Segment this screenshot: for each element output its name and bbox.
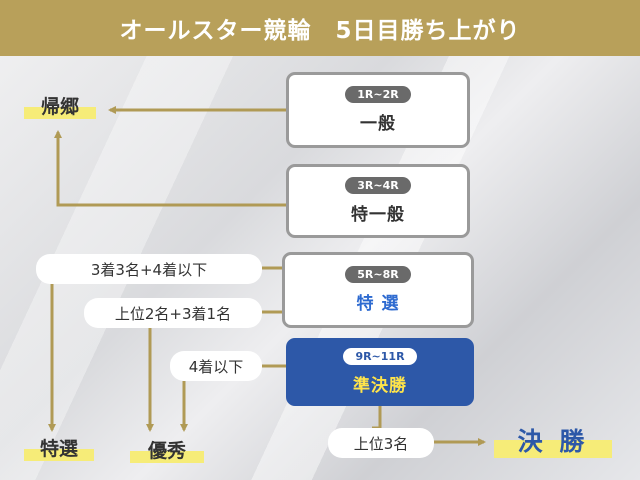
condition-semi-b: 上位3名 <box>328 428 434 458</box>
condition-tokusen-b: 上位2名+3着1名 <box>84 298 262 328</box>
race-box-junkessho: 9R~11R 準決勝 <box>286 338 474 406</box>
race-box-tokuippan: 3R~4R 特一般 <box>286 164 470 238</box>
race-name: 一般 <box>360 114 396 134</box>
destination-tokusen: 特選 <box>24 434 94 461</box>
condition-tokusen-a: 3着3名+4着以下 <box>36 254 262 284</box>
race-range-badge: 9R~11R <box>343 348 417 365</box>
destination-kessho: 決 勝 <box>494 422 612 458</box>
condition-semi-a: 4着以下 <box>170 351 262 381</box>
link-semi-to-cond-b <box>372 406 382 430</box>
race-name: 準決勝 <box>353 376 407 396</box>
race-range-badge: 5R~8R <box>345 266 411 283</box>
race-box-tokusen: 5R~8R 特 選 <box>282 252 474 328</box>
destination-kikyo: 帰郷 <box>24 92 96 119</box>
race-name: 特 選 <box>356 294 400 314</box>
race-box-ippan: 1R~2R 一般 <box>286 72 470 148</box>
arrow-tokuippan-to-kikyo <box>54 130 286 207</box>
race-range-badge: 1R~2R <box>345 86 411 103</box>
page-title: オールスター競輪 5日目勝ち上がり <box>0 0 640 56</box>
race-name: 特一般 <box>351 205 405 225</box>
race-range-badge: 3R~4R <box>345 177 411 194</box>
destination-yushu: 優秀 <box>130 436 204 463</box>
